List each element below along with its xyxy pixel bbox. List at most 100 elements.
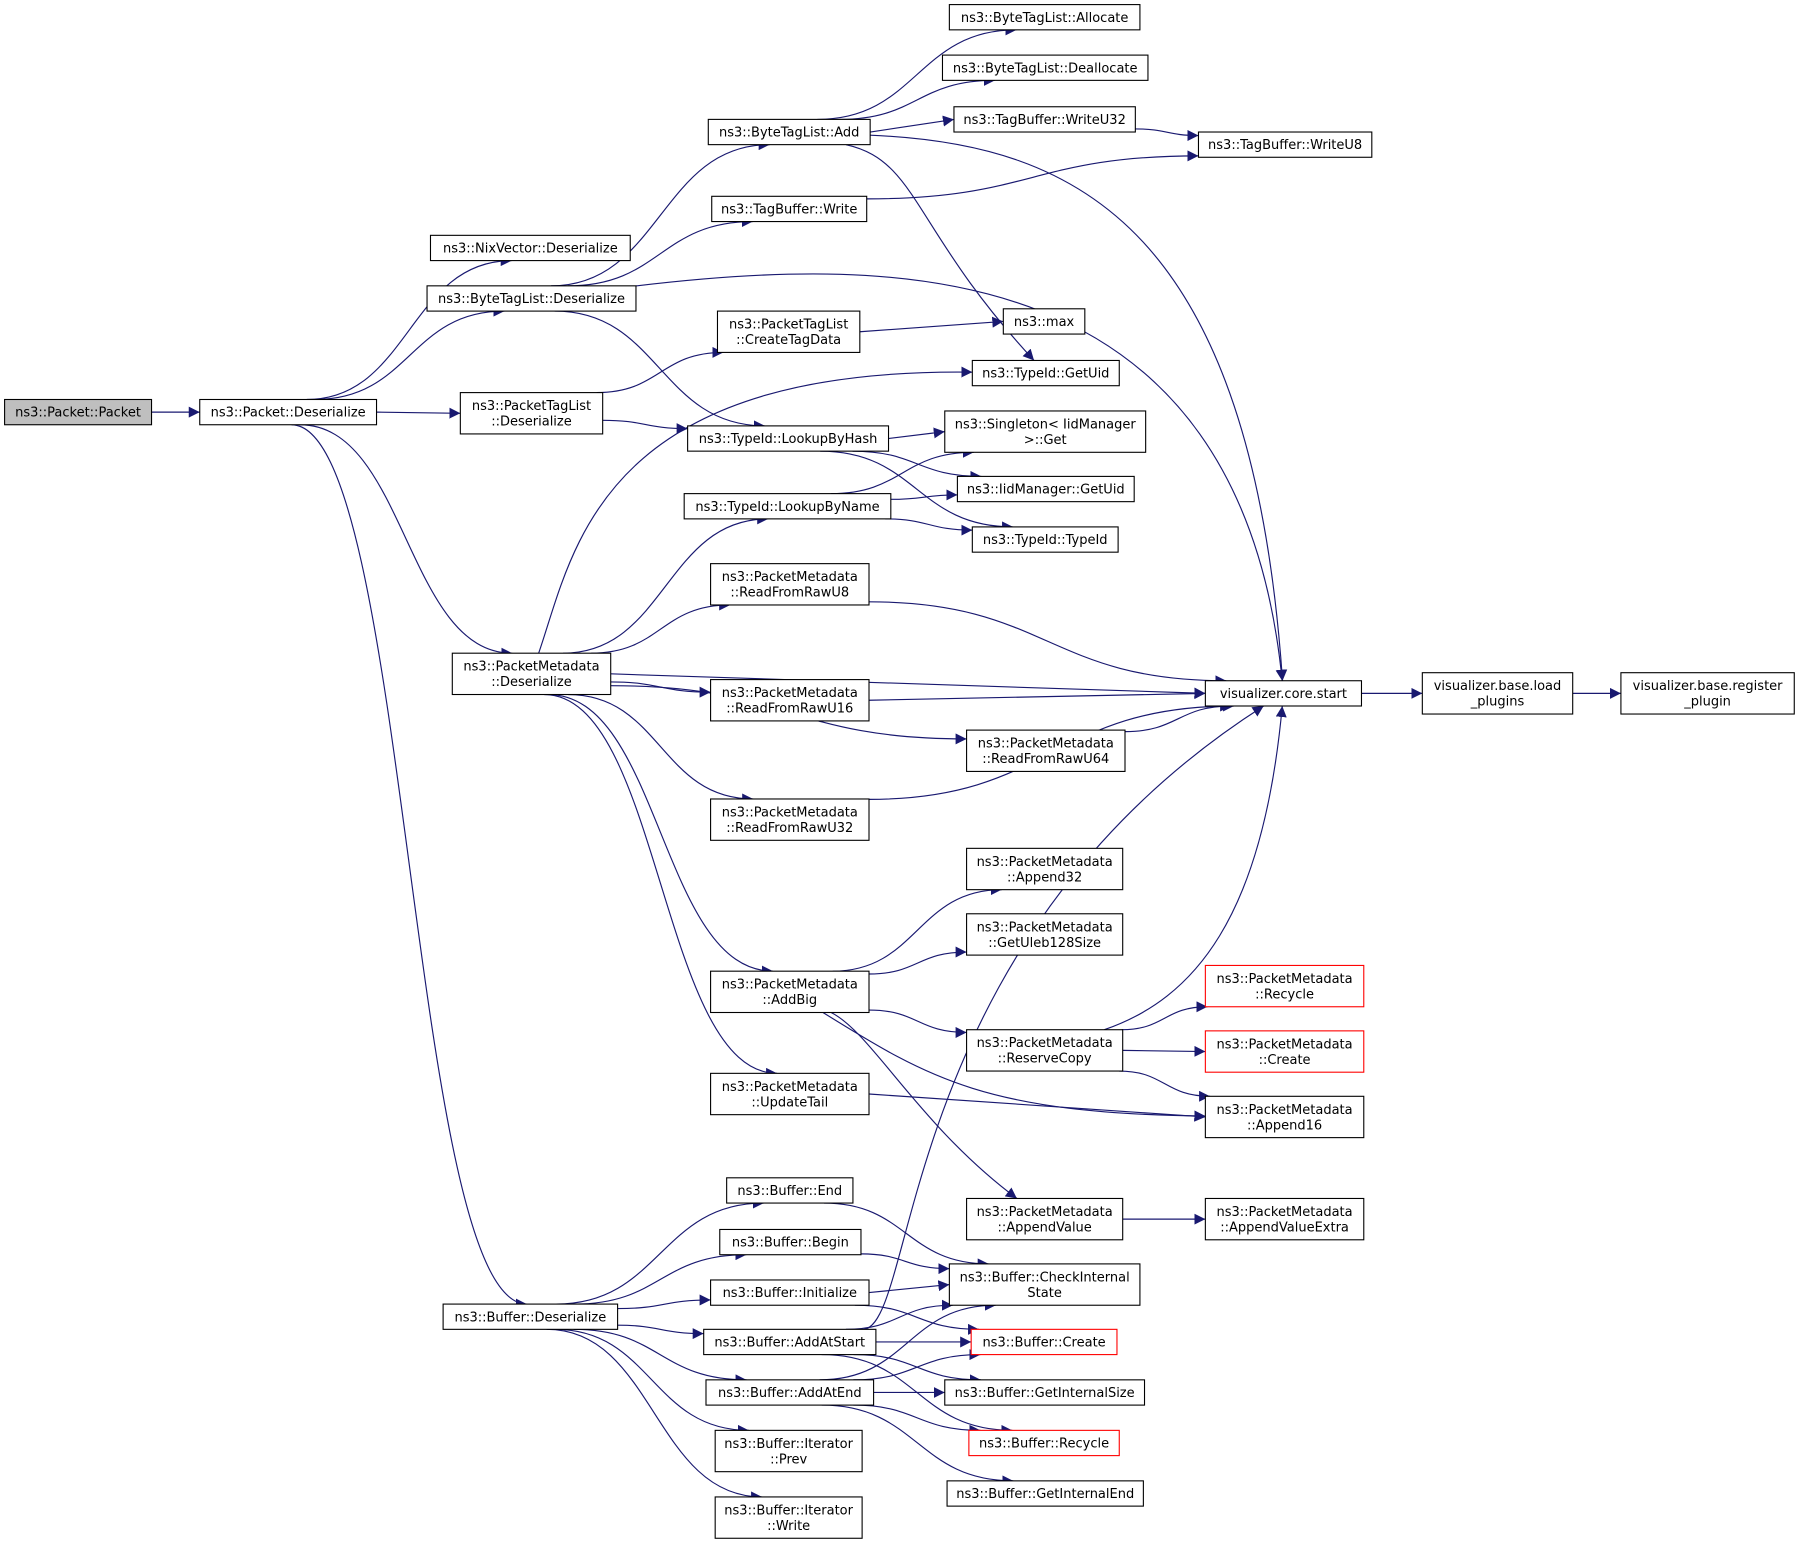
edge-packet-deserialize-to-nixvector-deserialize — [306, 255, 512, 401]
node-label: ns3::ByteTagList::Deserialize — [438, 292, 625, 307]
edge-buffer-deserialize-to-buffer-addatend — [573, 1328, 747, 1386]
edge-arrow — [819, 1299, 996, 1381]
edge-arrow — [869, 601, 1227, 687]
node-box — [971, 359, 1120, 387]
node-label: visualizer.base.register — [1633, 679, 1784, 694]
edge-arrow — [299, 424, 513, 659]
edge-packettaglist-deserialize-to-packettaglist-createtagdata — [596, 346, 724, 394]
node-packettaglist-createtagdata[interactable]: ns3::PacketTagList::CreateTagData — [716, 310, 861, 353]
node-packettaglist-deserialize[interactable]: ns3::PacketTagList::Deserialize — [459, 392, 604, 435]
edge-packetmetadata-deserialize-to-pm-updatetail — [544, 693, 778, 1079]
node-ns3-max[interactable]: ns3::max — [1002, 308, 1086, 335]
node-box — [966, 847, 1124, 891]
node-label: ::UpdateTail — [751, 1095, 828, 1110]
node-label: ::Append16 — [1247, 1118, 1322, 1133]
node-buffer-addatend[interactable]: ns3::Buffer::AddAtEnd — [705, 1379, 875, 1406]
node-pm-addbig[interactable]: ns3::PacketMetadata::AddBig — [710, 970, 870, 1014]
edge-arrow — [868, 1093, 1206, 1122]
edge-buffer-begin-to-buffer-checkinternalstate — [860, 1253, 950, 1275]
node-pm-appendvalueextra[interactable]: ns3::PacketMetadata::AppendValueExtra — [1204, 1197, 1365, 1241]
node-bytetaglist-allocate[interactable]: ns3::ByteTagList::Allocate — [948, 4, 1141, 31]
node-buffer-end[interactable]: ns3::Buffer::End — [726, 1177, 854, 1204]
node-packet-ctor[interactable]: ns3::Packet::Packet — [4, 398, 153, 426]
node-typeid-lookupbyhash[interactable]: ns3::TypeId::LookupByHash — [687, 425, 890, 452]
node-buffer-iterator-prev[interactable]: ns3::Buffer::Iterator::Prev — [714, 1429, 863, 1473]
node-pm-readfromrawu32[interactable]: ns3::PacketMetadata::ReadFromRawU32 — [710, 798, 870, 841]
node-pm-append32[interactable]: ns3::PacketMetadata::Append32 — [966, 847, 1124, 891]
node-box — [948, 1263, 1141, 1306]
node-buffer-initialize[interactable]: ns3::Buffer::Initialize — [710, 1279, 870, 1306]
node-box — [711, 195, 868, 223]
node-tagbuffer-writeu32[interactable]: ns3::TagBuffer::WriteU32 — [953, 106, 1136, 133]
node-buffer-begin[interactable]: ns3::Buffer::Begin — [719, 1228, 862, 1256]
node-nixvector-deserialize[interactable]: ns3::NixVector::Deserialize — [429, 234, 631, 262]
node-label: ns3::PacketMetadata — [1216, 1037, 1352, 1052]
edge-arrow — [546, 1328, 763, 1503]
node-box — [953, 106, 1136, 133]
edge-typeid-lookupbyhash-to-singleton-get — [888, 427, 945, 440]
node-bytetaglist-deserialize[interactable]: ns3::ByteTagList::Deserialize — [426, 285, 637, 312]
node-box — [948, 4, 1141, 31]
node-packet-deserialize[interactable]: ns3::Packet::Deserialize — [199, 398, 378, 426]
node-visualizer-base-load-plugins[interactable]: visualizer.base.load_plugins — [1421, 672, 1574, 715]
node-tagbuffer-write[interactable]: ns3::TagBuffer::Write — [711, 195, 868, 223]
node-typeid-lookupbyname[interactable]: ns3::TypeId::LookupByName — [683, 493, 892, 520]
node-buffer-getinternalend[interactable]: ns3::Buffer::GetInternalEnd — [946, 1480, 1144, 1507]
node-buffer-getinternalsize[interactable]: ns3::Buffer::GetInternalSize — [944, 1379, 1146, 1406]
node-label: ::Deserialize — [491, 415, 572, 430]
node-bytetaglist-deallocate[interactable]: ns3::ByteTagList::Deallocate — [941, 54, 1149, 81]
node-box — [956, 475, 1135, 503]
node-buffer-deserialize[interactable]: ns3::Buffer::Deserialize — [442, 1303, 619, 1330]
node-label: ::AppendValue — [997, 1220, 1091, 1235]
edge-arrow — [568, 693, 754, 805]
node-pm-reservecopy[interactable]: ns3::PacketMetadata::ReserveCopy — [966, 1029, 1124, 1072]
node-pm-recycle[interactable]: ns3::PacketMetadata::Recycle — [1204, 964, 1365, 1008]
edge-arrow — [1122, 1045, 1206, 1057]
edge-pm-addbig-to-pm-append16 — [822, 1012, 1206, 1122]
node-pm-append16[interactable]: ns3::PacketMetadata::Append16 — [1204, 1095, 1365, 1139]
node-label: _plugin — [1683, 695, 1731, 710]
node-buffer-iterator-write[interactable]: ns3::Buffer::Iterator::Write — [714, 1496, 863, 1539]
node-label: ns3::TypeId::LookupByName — [695, 500, 879, 515]
node-bytetaglist-add[interactable]: ns3::ByteTagList::Add — [707, 118, 871, 146]
node-box — [707, 118, 871, 146]
node-iidmanager-getuid[interactable]: ns3::IidManager::GetUid — [956, 475, 1135, 503]
node-label: ns3::Packet::Packet — [15, 406, 141, 421]
node-pm-readfromrawu16[interactable]: ns3::PacketMetadata::ReadFromRawU16 — [710, 679, 870, 722]
node-tagbuffer-writeu8[interactable]: ns3::TagBuffer::WriteU8 — [1197, 131, 1373, 158]
node-label: ns3::Buffer::GetInternalEnd — [956, 1487, 1134, 1502]
node-box — [1204, 964, 1365, 1008]
node-pm-getuleb128size[interactable]: ns3::PacketMetadata::GetUleb128Size — [966, 913, 1124, 956]
node-box — [714, 1429, 863, 1473]
node-pm-create[interactable]: ns3::PacketMetadata::Create — [1204, 1030, 1365, 1073]
node-label: ns3::PacketMetadata — [722, 805, 858, 820]
node-singleton-get[interactable]: ns3::Singleton< IidManager>::Get — [944, 410, 1147, 453]
node-pm-readfromrawu64[interactable]: ns3::PacketMetadata::ReadFromRawU64 — [966, 729, 1126, 772]
node-pm-appendvalue[interactable]: ns3::PacketMetadata::AppendValue — [966, 1197, 1124, 1241]
node-typeid-typeid[interactable]: ns3::TypeId::TypeId — [971, 526, 1119, 553]
node-label: ns3::TagBuffer::WriteU32 — [963, 113, 1125, 128]
node-box — [4, 398, 153, 426]
node-buffer-addatstart[interactable]: ns3::Buffer::AddAtStart — [703, 1328, 877, 1356]
edge-arrow — [610, 673, 1206, 699]
node-buffer-create[interactable]: ns3::Buffer::Create — [970, 1328, 1118, 1356]
edge-pm-readfromrawu64-to-visualizer-core-start — [1124, 700, 1232, 733]
node-buffer-recycle[interactable]: ns3::Buffer::Recycle — [968, 1429, 1120, 1457]
node-label: ::CreateTagData — [736, 333, 841, 348]
node-box — [1620, 672, 1795, 715]
node-label: visualizer.base.load — [1434, 679, 1562, 694]
node-packetmetadata-deserialize[interactable]: ns3::PacketMetadata::Deserialize — [451, 652, 612, 696]
node-pm-readfromrawu8[interactable]: ns3::PacketMetadata::ReadFromRawU8 — [710, 563, 870, 606]
node-box — [199, 398, 378, 426]
edge-bytetaglist-add-to-typeid-getuid — [845, 144, 1035, 361]
node-typeid-getuid[interactable]: ns3::TypeId::GetUid — [971, 359, 1120, 387]
node-visualizer-core-start[interactable]: visualizer.core.start — [1204, 680, 1363, 707]
edge-pm-reservecopy-to-pm-recycle — [1121, 1001, 1208, 1031]
node-pm-updatetail[interactable]: ns3::PacketMetadata::UpdateTail — [710, 1072, 870, 1116]
node-box — [429, 234, 631, 262]
edge-arrow — [1104, 705, 1287, 1031]
edge-pm-readfromrawu8-to-visualizer-core-start — [869, 601, 1227, 687]
node-visualizer-base-register-plugin[interactable]: visualizer.base.register_plugin — [1620, 672, 1795, 715]
